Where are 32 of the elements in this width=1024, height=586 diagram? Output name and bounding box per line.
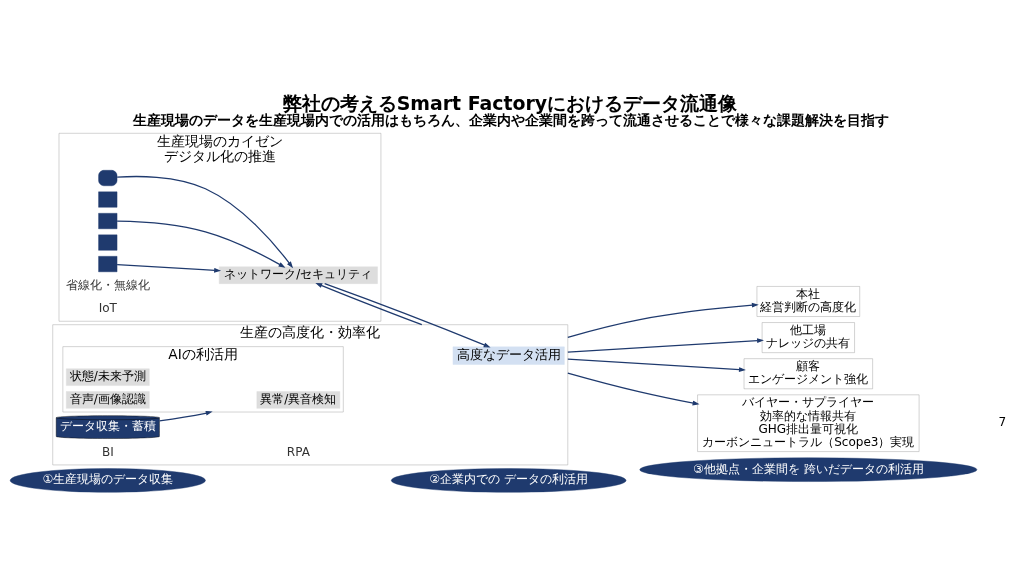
- arrow: [315, 282, 423, 326]
- node-box: ネットワーク/セキュリティ: [219, 266, 378, 284]
- arrow: [567, 302, 759, 338]
- node-ellipse: ②企業内での データの利活用: [391, 468, 627, 493]
- node-box: 本社 経営判断の高度化: [756, 286, 860, 317]
- node-box: バイヤー・サプライヤー 効率的な情報共有 GHG排出量可視化 カーボンニュートラル（Scope3）実現: [697, 394, 920, 452]
- label: RPA: [286, 444, 310, 459]
- node-box: [98, 213, 118, 229]
- label: BI: [101, 444, 114, 459]
- node-box: 顧客 エンゲージメント強化: [743, 358, 873, 389]
- arrow: [567, 338, 764, 353]
- arrow: [567, 358, 746, 372]
- node-person: [98, 170, 118, 186]
- node-box: 高度なデータ活用: [452, 346, 565, 365]
- label: IoT: [98, 301, 117, 316]
- node-box: [98, 256, 118, 272]
- arrow: [116, 220, 286, 268]
- node-ellipse: ③他拠点・企業間を 跨いだデータの利活用: [639, 457, 978, 482]
- node-box: 状態/未来予測: [66, 368, 150, 386]
- node-box: 音声/画像認識: [66, 391, 150, 409]
- arrow: [116, 175, 294, 269]
- arrow: [567, 372, 700, 406]
- label: 7: [998, 415, 1007, 430]
- node-box: 異常/異音検知: [256, 391, 341, 409]
- arrow: [324, 283, 491, 348]
- arrow: [116, 263, 222, 273]
- node-box: [98, 191, 118, 208]
- arrow: [158, 410, 213, 422]
- node-box: 他工場 ナレッジの共有: [761, 322, 855, 353]
- label: 省線化・無線化: [65, 278, 150, 293]
- node-ellipse: ①生産現場のデータ収集: [9, 468, 206, 493]
- node-box: [98, 234, 118, 251]
